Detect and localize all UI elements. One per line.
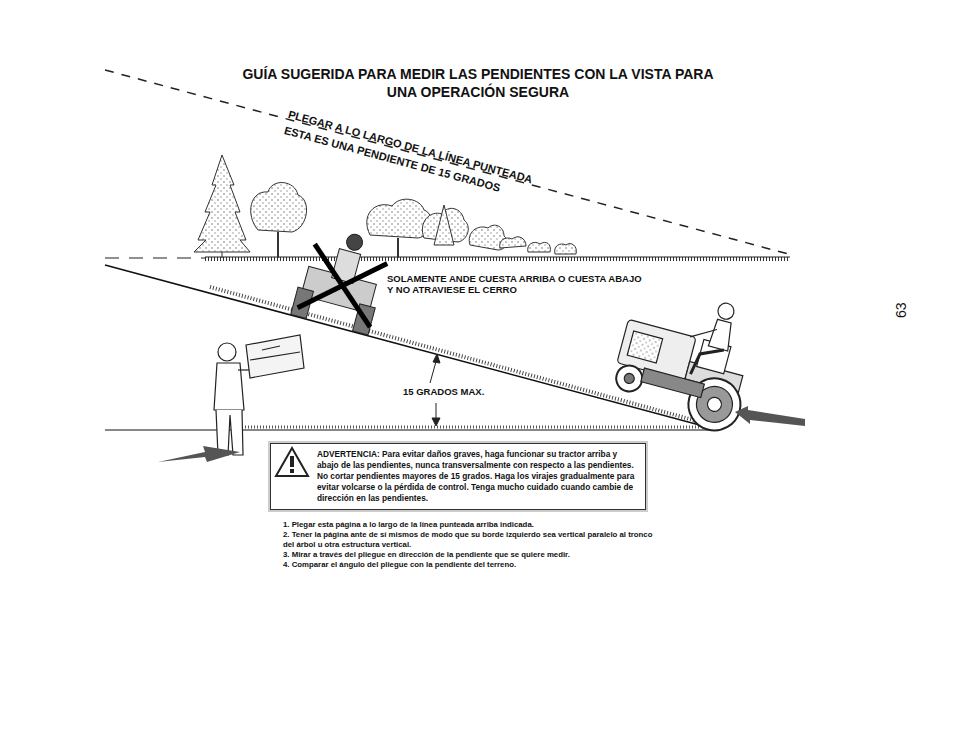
ground-line — [105, 429, 718, 430]
arrow-left — [158, 446, 240, 462]
horizon-grass — [205, 257, 790, 261]
page-number: 63 — [893, 302, 910, 318]
arrow-right — [735, 406, 805, 426]
tractor-crossed-out — [291, 223, 393, 335]
safety-note: SOLAMENTE ANDE CUESTA ARRIBA O CUESTA AB… — [387, 273, 642, 296]
slope-line — [105, 265, 718, 430]
step: 4. Comparar el ángulo del pliegue con la… — [283, 560, 663, 569]
warning-box: ADVERTENCIA: Para evitar daños graves, h… — [270, 443, 646, 510]
warning-text: ADVERTENCIA: Para evitar daños graves, h… — [271, 444, 645, 509]
step: 2. Tener la página ante de sí mismos de … — [283, 530, 663, 549]
warning-icon — [276, 448, 308, 476]
page-title: GUÍA SUGERIDA PARA MEDIR LAS PENDIENTES … — [238, 66, 718, 101]
step: 3. Mirar a través del pliegue en direcci… — [283, 550, 663, 559]
angle-label: 15 GRADOS MAX. — [403, 386, 484, 397]
man-with-page — [214, 335, 304, 455]
step: 1. Plegar esta página a lo largo de la l… — [283, 520, 663, 529]
